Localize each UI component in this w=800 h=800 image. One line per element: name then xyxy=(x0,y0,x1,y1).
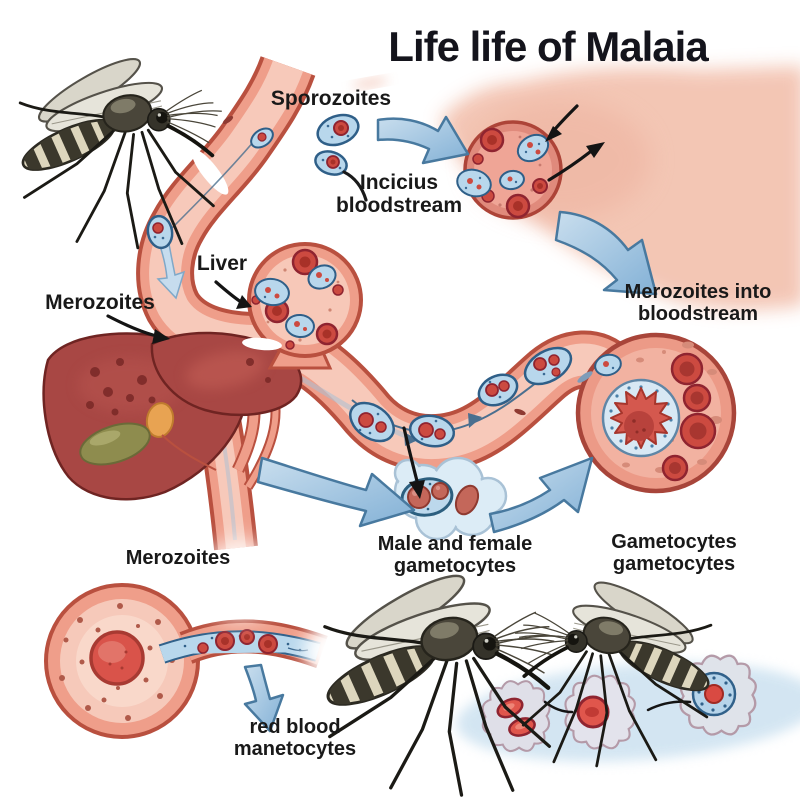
annotation-arrows xyxy=(106,104,692,714)
arrow-down-to-red-blood xyxy=(243,663,285,733)
out-of-cell-arrow xyxy=(547,150,592,182)
label-gametocytes: Gametocytes gametocytes xyxy=(611,531,737,575)
liver-spots xyxy=(86,358,271,416)
label-red-blood-manetocytes: red blood manetocytes xyxy=(233,716,357,760)
flow-arrows xyxy=(243,115,658,733)
label-merozoites-left: Merozoites xyxy=(45,291,155,314)
liver-duct-patch xyxy=(145,402,175,438)
liver-schizont xyxy=(242,242,363,370)
label-sporozoites: Sporozoites xyxy=(270,87,392,110)
label-male-female-gametocytes: Male and female gametocytes xyxy=(377,533,533,577)
label-merozoites-bottom: Merozoites xyxy=(125,547,231,569)
sporozoites-cells xyxy=(314,113,368,202)
diagram-title: Life life of Malaia xyxy=(388,23,708,70)
arrow-cell-to-bloodstream xyxy=(554,210,658,296)
label-liver: Liver xyxy=(196,252,248,275)
infected-cell-ring-stage xyxy=(456,120,563,220)
merozoites-pointer-arrow xyxy=(106,314,155,337)
vessel-to-gametocytes-arrow xyxy=(402,426,419,483)
mosquito-bottom-center xyxy=(320,565,559,795)
flow-arrow-in-vessel xyxy=(156,243,186,300)
vessel-fade xyxy=(202,542,278,618)
vessel-bite-opening xyxy=(191,149,229,195)
arrow-gametocytes-to-cell xyxy=(488,456,594,534)
merozoite-cell-bottom-left xyxy=(44,583,364,739)
gallbladder xyxy=(79,422,151,466)
bloodstream-band xyxy=(456,654,800,762)
sporozoite-tail xyxy=(342,170,368,202)
gametocyte-cluster xyxy=(393,456,508,541)
infected-cell-schizont-stage xyxy=(575,332,737,494)
arrow-sporozoites-to-cell xyxy=(376,115,470,165)
arrow-merozoites-to-gametocytes xyxy=(256,456,416,528)
liver-pointer-arrow xyxy=(214,280,243,304)
cell-dots xyxy=(59,603,175,721)
label-incicius-bloodstream: Incicius bloodstream xyxy=(335,171,463,218)
into-cell-arrow xyxy=(554,104,579,130)
label-merozoites-into-bloodstream: Merozoites into bloodstream xyxy=(624,281,772,325)
female-gametocyte xyxy=(454,484,480,516)
liver xyxy=(42,331,303,501)
